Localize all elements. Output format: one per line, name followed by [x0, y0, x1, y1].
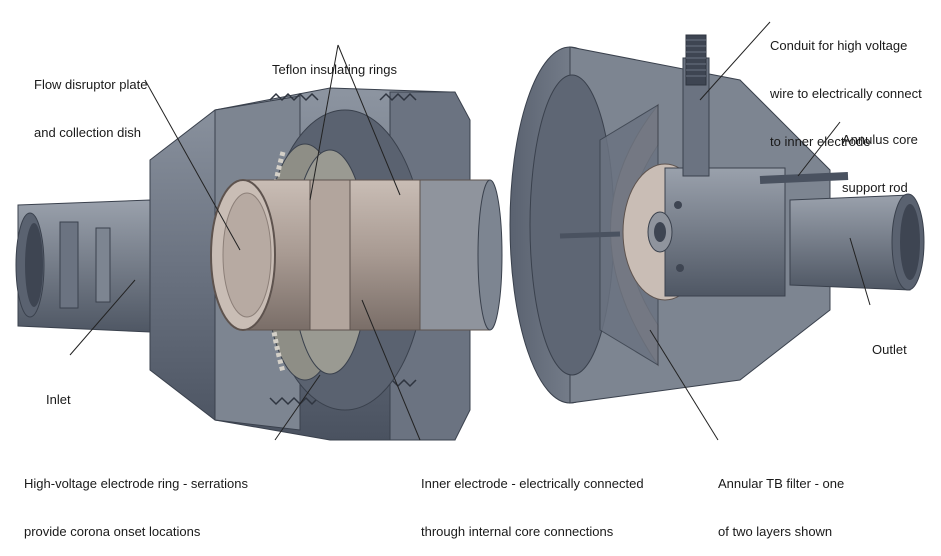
label-teflon-rings: Teflon insulating rings [272, 62, 398, 77]
leader-flow-disruptor [144, 79, 241, 251]
label-tb-filter: Annular TB filter - one of two layers sh… [718, 476, 845, 539]
label-flow-disruptor: Flow disruptor plate and collection dish [34, 77, 148, 140]
hv-conduit-thread [685, 34, 707, 86]
label-conduit: Conduit for high voltage wire to electri… [770, 38, 922, 149]
threads-top [269, 92, 319, 102]
leader-outlet [849, 237, 871, 306]
leader-inlet [69, 279, 136, 356]
leader-conduit [699, 21, 771, 101]
leader-inner-electrode [361, 299, 421, 441]
label-outlet: Outlet [872, 342, 907, 357]
leader-teflon-2 [337, 44, 401, 196]
right-assembly [509, 34, 925, 404]
annulus-support-rod [759, 172, 849, 184]
left-assembly [15, 87, 503, 441]
leader-teflon-1 [309, 44, 339, 201]
core-body [664, 167, 786, 297]
assembly-diagram [15, 21, 925, 441]
label-annulus-rod: Annulus core support rod [842, 132, 918, 195]
label-inner-electrode: Inner electrode - electrically connected… [421, 476, 644, 539]
label-hv-ring: High-voltage electrode ring - serrations… [24, 476, 248, 539]
leader-tb-filter [649, 329, 719, 441]
leader-annulus-rod [797, 121, 841, 177]
label-inlet: Inlet [46, 392, 71, 407]
leader-hv-ring [274, 374, 321, 441]
leader-lines [69, 21, 871, 441]
threads-bottom [269, 396, 319, 406]
